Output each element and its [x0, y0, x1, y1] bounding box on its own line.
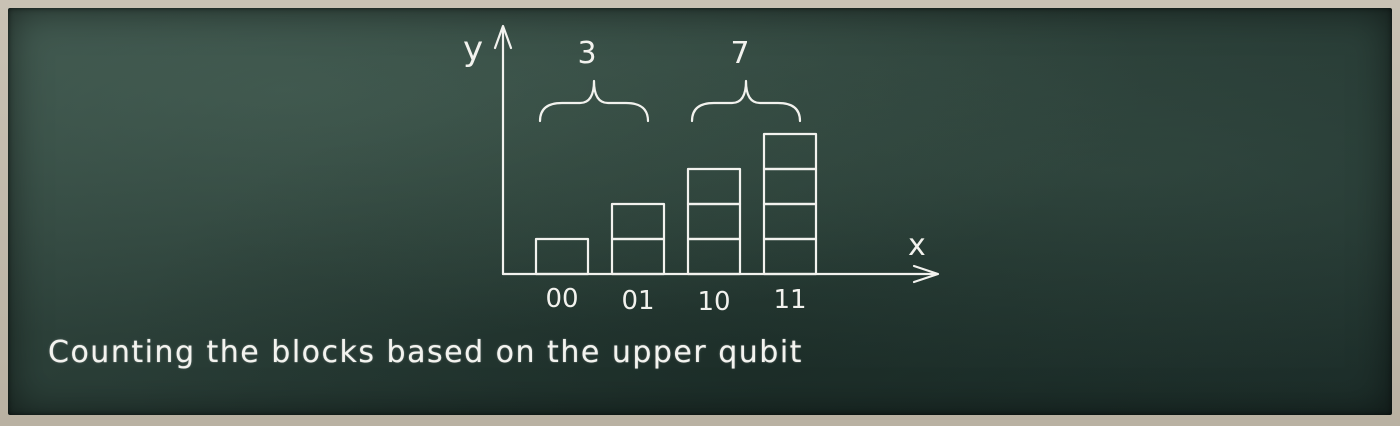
block-11-3: [762, 167, 818, 206]
block-01-2: [610, 202, 666, 241]
block-10-3: [686, 167, 742, 206]
chalkboard: y x 3 7 00 01 10 11 Counting the blocks …: [8, 8, 1392, 415]
y-axis-label: y: [463, 29, 483, 69]
bar-diagram: y x 3 7 00 01 10 11: [463, 24, 940, 317]
axes: [493, 24, 940, 284]
y-axis-arrowhead: [493, 24, 513, 50]
block-10-1: [686, 237, 742, 276]
block-00-1: [534, 237, 590, 276]
x-axis-arrowhead: [912, 264, 940, 284]
brace-right: [690, 79, 802, 123]
caption: Counting the blocks based on the upper q…: [48, 335, 803, 370]
labels: y x 3 7 00 01 10 11: [463, 29, 926, 317]
column-label-10: 10: [697, 287, 730, 317]
group-braces: [538, 79, 802, 123]
brace-left: [538, 79, 650, 123]
x-axis-label: x: [908, 228, 926, 263]
group-label-right: 7: [730, 36, 749, 71]
block-11-1: [762, 237, 818, 276]
block-10-2: [686, 202, 742, 241]
column-label-11: 11: [773, 285, 806, 315]
block-01-1: [610, 237, 666, 276]
block-stacks: [534, 132, 818, 276]
group-label-left: 3: [577, 36, 596, 71]
block-11-2: [762, 202, 818, 241]
column-label-01: 01: [621, 286, 654, 316]
column-label-00: 00: [545, 284, 578, 314]
block-11-4: [762, 132, 818, 171]
